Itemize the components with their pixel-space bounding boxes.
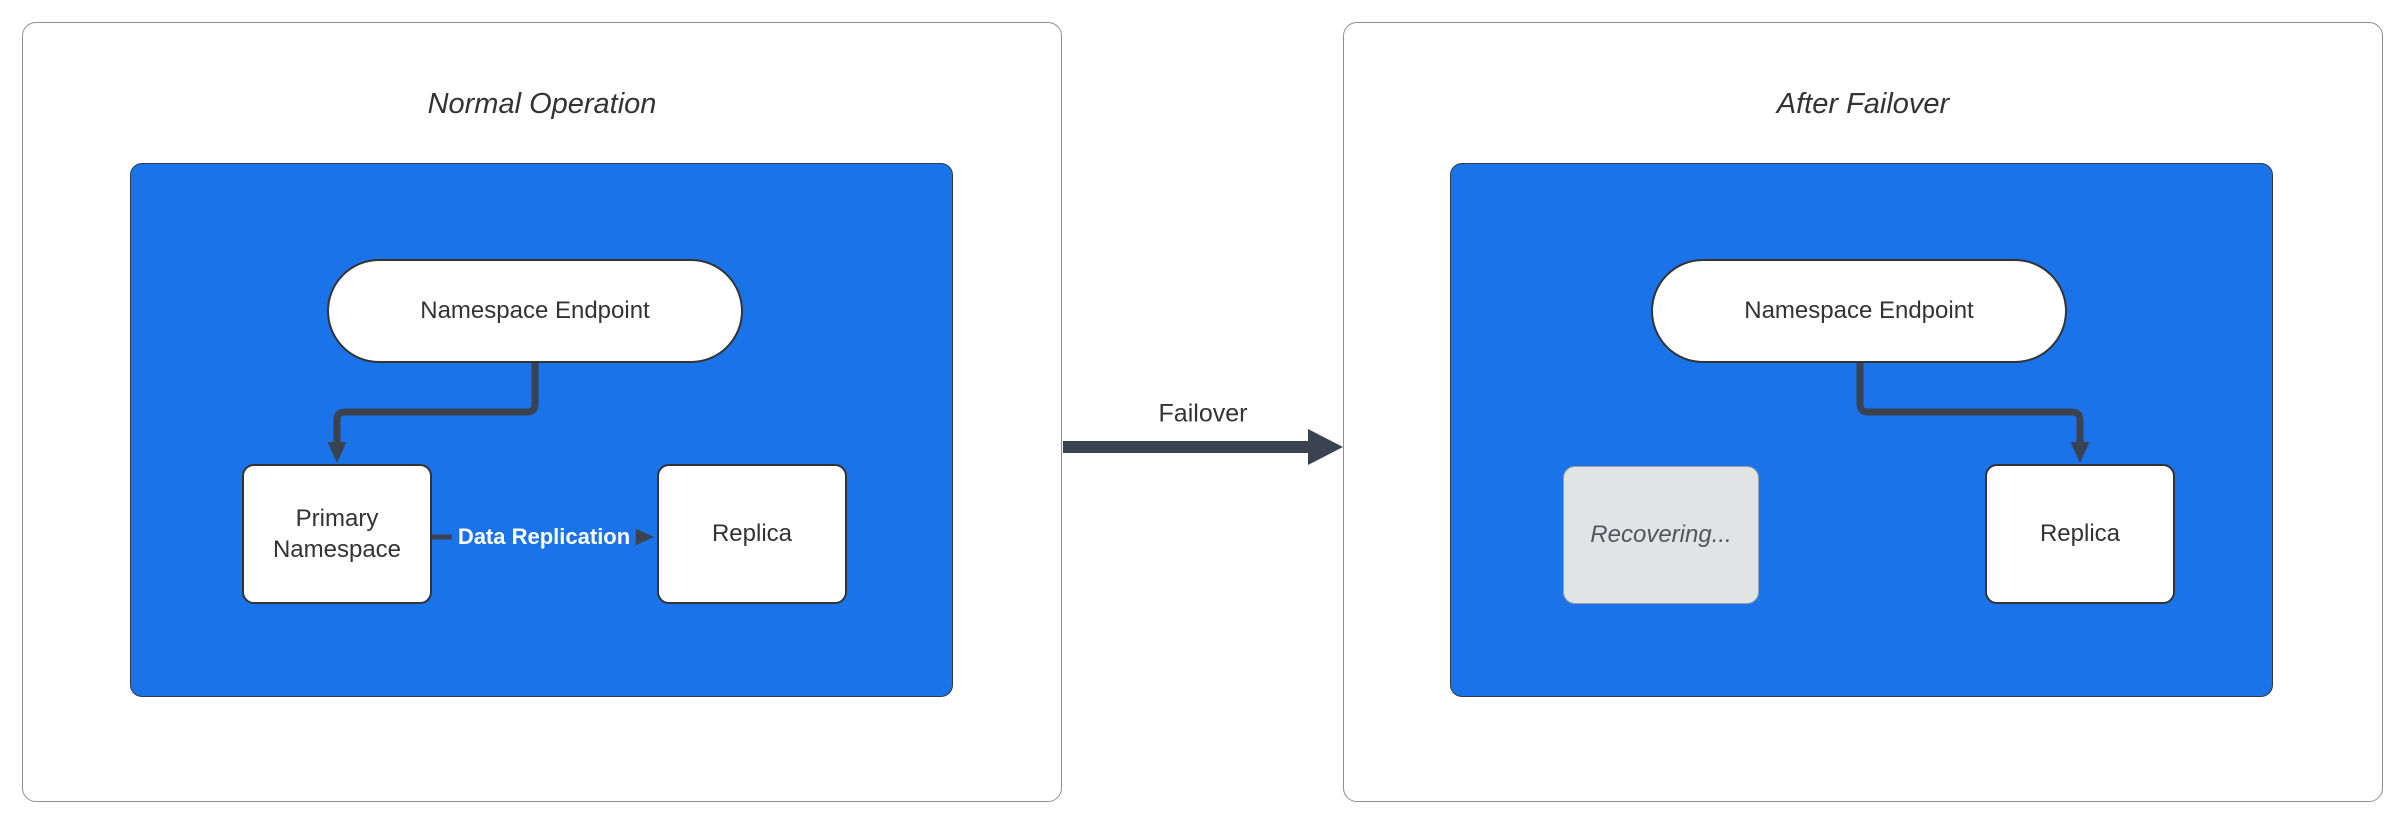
- node-primary-namespace: Primary Namespace: [242, 464, 432, 604]
- node-namespace-endpoint-failover: Namespace Endpoint: [1651, 259, 2067, 363]
- edge-label-data-replication: Data Replication: [451, 521, 637, 553]
- node-replica-normal: Replica: [657, 464, 847, 604]
- node-namespace-endpoint-normal: Namespace Endpoint: [327, 259, 743, 363]
- edge-endpoint-to-replica: [1856, 357, 2090, 463]
- panel-title-normal-operation: Normal Operation: [427, 88, 657, 120]
- cluster-normal-operation: [130, 163, 953, 697]
- cluster-after-failover: [1450, 163, 2273, 697]
- node-label: Recovering...: [1590, 521, 1732, 549]
- edge-endpoint-to-primary: [327, 357, 539, 463]
- node-label: Namespace Endpoint: [1744, 297, 1974, 325]
- failover-arrow: [1063, 429, 1343, 465]
- node-label: Primary Namespace: [272, 504, 402, 563]
- node-recovering: Recovering...: [1563, 466, 1759, 604]
- failover-arrow-label: Failover: [1158, 399, 1248, 428]
- node-label: Replica: [2039, 520, 2121, 548]
- node-replica-failover: Replica: [1985, 464, 2175, 604]
- panel-title-after-failover: After Failover: [1776, 88, 1950, 120]
- node-label: Namespace Endpoint: [420, 297, 650, 325]
- node-label: Replica: [711, 520, 793, 548]
